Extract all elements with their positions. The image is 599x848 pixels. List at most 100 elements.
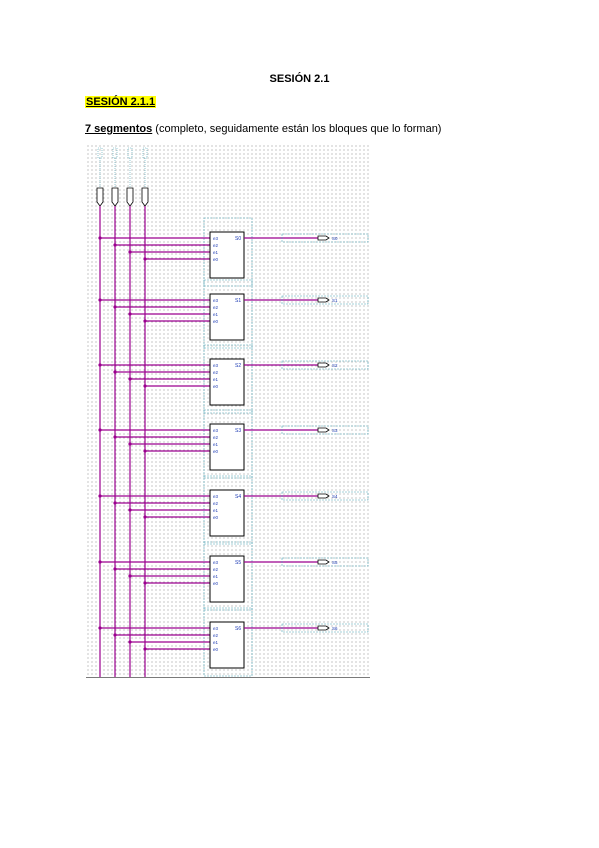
schematic-bottom-border xyxy=(86,677,370,678)
junction-dot xyxy=(98,626,102,630)
junction-dot xyxy=(113,370,117,374)
junction-dot xyxy=(113,243,117,247)
junction-dot xyxy=(113,435,117,439)
block-pin-label: e0 xyxy=(213,319,219,324)
output-pin-frame xyxy=(281,491,369,501)
junction-dot xyxy=(98,236,102,240)
junction-dot xyxy=(128,574,132,578)
junction-dot xyxy=(143,515,147,519)
block-pin-label: e1 xyxy=(213,442,219,447)
input-pin-symbol xyxy=(96,187,104,207)
output-pin-symbol xyxy=(317,362,330,368)
block-pin-label: e3 xyxy=(213,560,219,565)
junction-dot xyxy=(98,494,102,498)
output-pin-symbol xyxy=(317,427,330,433)
block-pin-label: e3 xyxy=(213,298,219,303)
input-pin-frame xyxy=(112,147,118,159)
block-output-label: S2 xyxy=(235,363,241,369)
output-pin-label: S2 xyxy=(332,363,338,368)
input-pin-frame xyxy=(142,147,148,159)
block-pin-label: e0 xyxy=(213,449,219,454)
block-output-label: S1 xyxy=(235,298,241,304)
junction-dot xyxy=(143,257,147,261)
block-pin-label: e0 xyxy=(213,581,219,586)
output-pin-label: S1 xyxy=(332,298,338,303)
junction-dot xyxy=(128,312,132,316)
page-title: SESIÓN 2.1 xyxy=(269,73,330,85)
junction-dot xyxy=(143,319,147,323)
logic-block xyxy=(209,621,245,669)
block-output-label: S3 xyxy=(235,428,241,434)
output-pin-frame xyxy=(281,557,369,567)
block-pin-label: e1 xyxy=(213,574,219,579)
block-pin-label: e2 xyxy=(213,243,219,248)
block-pin-label: e2 xyxy=(213,633,219,638)
output-pin-label: S6 xyxy=(332,626,338,631)
output-pin-frame xyxy=(281,623,369,633)
junction-dot xyxy=(98,428,102,432)
block-pin-label: e1 xyxy=(213,377,219,382)
junction-dot xyxy=(143,449,147,453)
block-pin-label: e1 xyxy=(213,250,219,255)
subsection-heading: SESIÓN 2.1.1 xyxy=(85,96,157,108)
block-pin-label: e0 xyxy=(213,647,219,652)
block-pin-label: e1 xyxy=(213,508,219,513)
caption-bold: 7 segmentos xyxy=(85,123,153,135)
junction-dot xyxy=(143,647,147,651)
block-pin-label: e1 xyxy=(213,640,219,645)
block-output-label: S5 xyxy=(235,560,241,566)
output-pin-label: S4 xyxy=(332,494,338,499)
junction-dot xyxy=(128,250,132,254)
block-pin-label: e3 xyxy=(213,494,219,499)
input-pin-frame xyxy=(97,147,103,159)
block-pin-label: e0 xyxy=(213,257,219,262)
block-pin-label: e2 xyxy=(213,501,219,506)
output-pin-label: S0 xyxy=(332,236,338,241)
output-pin-symbol xyxy=(317,297,330,303)
junction-dot xyxy=(113,633,117,637)
block-pin-label: e3 xyxy=(213,428,219,433)
output-pin-symbol xyxy=(317,235,330,241)
junction-dot xyxy=(98,298,102,302)
junction-dot xyxy=(143,384,147,388)
logic-block xyxy=(209,358,245,406)
junction-dot xyxy=(113,567,117,571)
junction-dot xyxy=(128,508,132,512)
input-pin-symbol xyxy=(141,187,149,207)
output-pin-label: S3 xyxy=(332,428,338,433)
junction-dot xyxy=(113,501,117,505)
output-pin-frame xyxy=(281,425,369,435)
junction-dot xyxy=(128,640,132,644)
output-pin-symbol xyxy=(317,559,330,565)
input-pin-symbol xyxy=(111,187,119,207)
logic-block xyxy=(209,293,245,341)
junction-dot xyxy=(128,442,132,446)
logic-block xyxy=(209,489,245,537)
block-pin-label: e3 xyxy=(213,236,219,241)
output-pin-label: S5 xyxy=(332,560,338,565)
figure-caption: 7 segmentos (completo, seguidamente está… xyxy=(85,123,441,135)
block-pin-label: e3 xyxy=(213,363,219,368)
junction-dot xyxy=(98,363,102,367)
junction-dot xyxy=(98,560,102,564)
output-pin-frame xyxy=(281,233,369,243)
input-pin-frame xyxy=(127,147,133,159)
junction-dot xyxy=(113,305,117,309)
output-pin-frame xyxy=(281,295,369,305)
block-pin-label: e2 xyxy=(213,567,219,572)
output-pin-symbol xyxy=(317,493,330,499)
block-pin-label: e0 xyxy=(213,384,219,389)
logic-block xyxy=(209,423,245,471)
junction-dot xyxy=(128,377,132,381)
block-output-label: S4 xyxy=(235,494,241,500)
output-pin-frame xyxy=(281,360,369,370)
block-pin-label: e1 xyxy=(213,312,219,317)
block-pin-label: e3 xyxy=(213,626,219,631)
input-pin-symbol xyxy=(126,187,134,207)
block-output-label: S0 xyxy=(235,236,241,242)
block-output-label: S6 xyxy=(235,626,241,632)
block-pin-label: e2 xyxy=(213,305,219,310)
output-pin-symbol xyxy=(317,625,330,631)
